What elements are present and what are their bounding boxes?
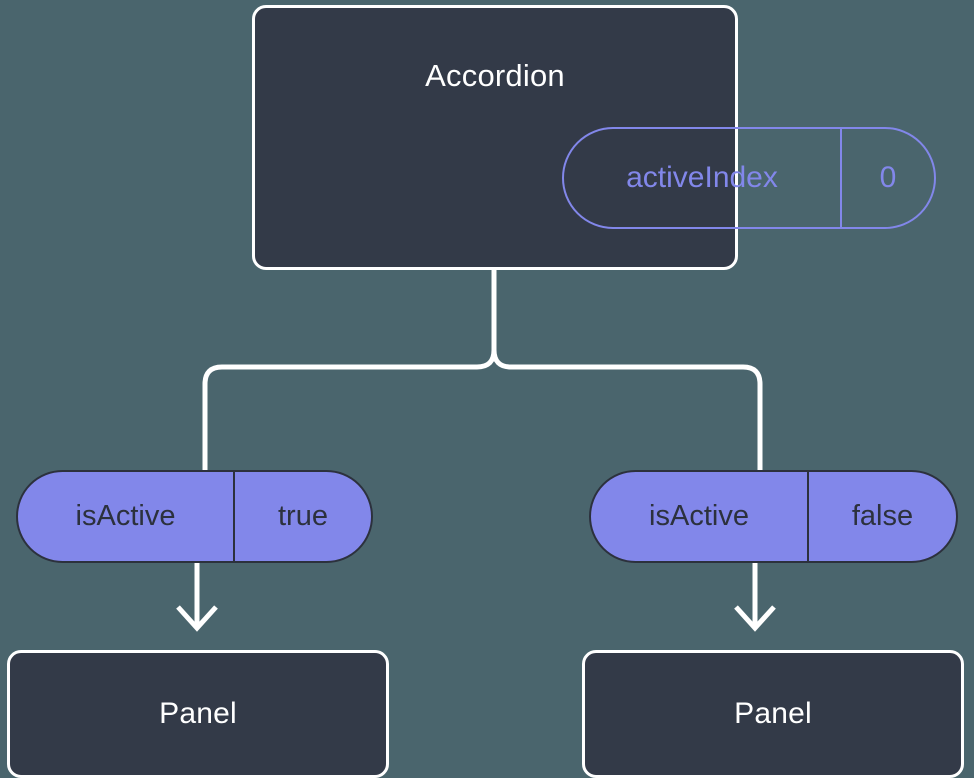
edge-root-to-right-branch — [491, 349, 763, 470]
arrow-left-pill-to-panel — [176, 563, 218, 632]
state-pill-active-index[interactable]: activeIndex 0 — [562, 127, 936, 229]
prop-pill-key: isActive — [18, 472, 235, 561]
node-accordion[interactable]: Accordion activeIndex 0 — [252, 5, 936, 270]
state-pill-value: 0 — [879, 161, 897, 194]
prop-pill-is-active-true[interactable]: isActive true — [16, 470, 373, 563]
prop-pill-key: isActive — [591, 472, 809, 561]
node-panel-right[interactable]: Panel — [582, 650, 964, 778]
prop-pill-value: true — [278, 500, 328, 532]
edge-root-to-left-branch — [202, 349, 497, 470]
panel-title: Panel — [734, 697, 812, 730]
accordion-title: Accordion — [425, 58, 565, 93]
arrow-right-pill-to-panel — [734, 563, 776, 632]
node-panel-left[interactable]: Panel — [7, 650, 389, 778]
panel-title: Panel — [159, 697, 237, 730]
state-pill-key: activeIndex — [564, 129, 842, 227]
prop-pill-value: false — [851, 500, 914, 532]
prop-pill-is-active-false[interactable]: isActive false — [589, 470, 958, 563]
